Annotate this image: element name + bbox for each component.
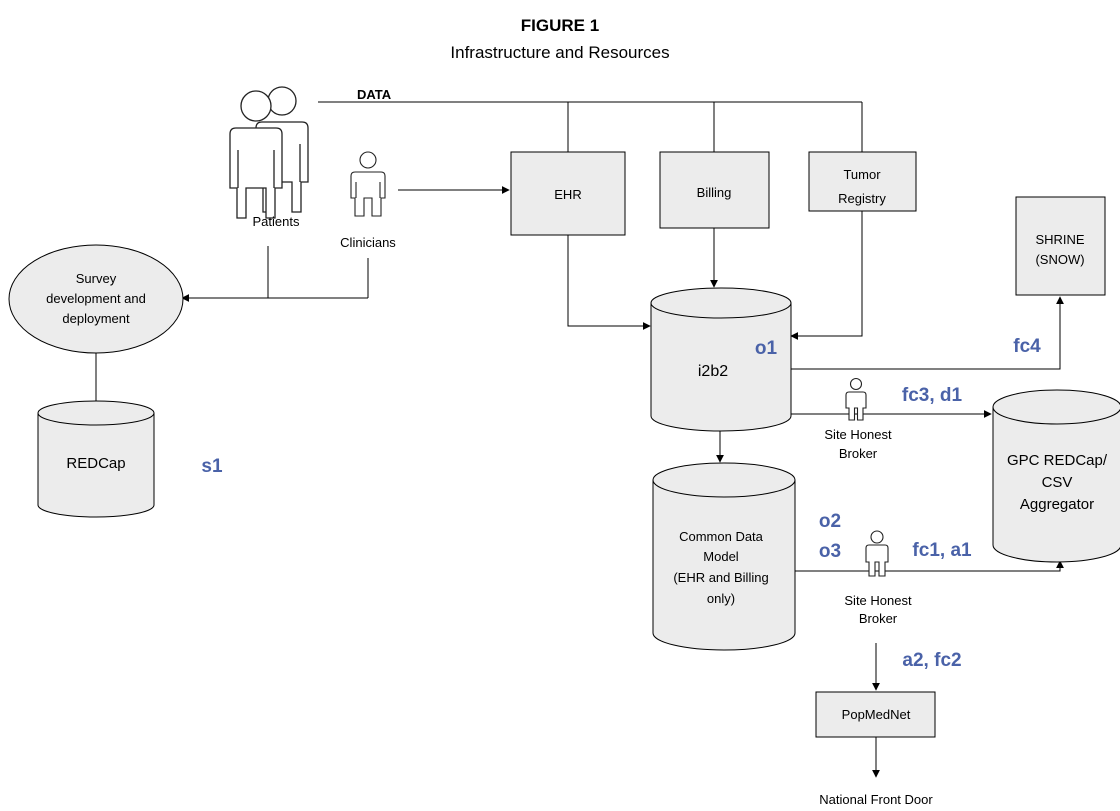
arrow-ehr-i2b2 (567, 235, 651, 330)
connectors (92, 101, 1064, 778)
i2b2-label: i2b2 (698, 363, 728, 380)
national-front-door-label: National Front Door (819, 792, 933, 807)
clinicians-icon (350, 151, 386, 217)
patients-label: Patients (253, 214, 300, 229)
popmednet-label: PopMedNet (842, 707, 911, 722)
site-honest-broker-1-icon (845, 377, 867, 421)
annotation-o1: o1 (755, 338, 778, 359)
arrow-tumor-i2b2 (790, 211, 863, 340)
patients-icon (229, 86, 309, 219)
figure-subtitle: Infrastructure and Resources (450, 43, 669, 62)
tumor-registry-node (808, 151, 917, 212)
survey-label-line-3: deployment (62, 311, 130, 326)
cdm-label-line-3: (EHR and Billing (673, 570, 768, 585)
survey-label-line-2: development and (46, 291, 146, 306)
gpc-aggregator-database (992, 389, 1120, 563)
cdm-label-line-4: only) (707, 591, 735, 606)
gpc-aggregator-label-line-2: CSV (1042, 474, 1073, 491)
site-honest-broker-1-label-line-1: Site Honest (824, 427, 892, 442)
tumor-registry-label-line-2: Registry (838, 191, 886, 206)
arrow-i2b2-shrine (791, 296, 1064, 370)
cdm-label-line-1: Common Data (679, 529, 764, 544)
annotation-fc1-a1: fc1, a1 (912, 540, 972, 561)
site-honest-broker-2-label-line-1: Site Honest (844, 593, 912, 608)
annotation-o3: o3 (819, 541, 841, 562)
data-bus-label: DATA (357, 87, 392, 102)
redcap-database (37, 400, 155, 518)
site-honest-broker-2-icon (865, 530, 889, 577)
shrine-label-line-2: (SNOW) (1035, 252, 1084, 267)
billing-node (659, 151, 770, 229)
common-data-model-database (652, 462, 796, 651)
ehr-label: EHR (554, 187, 581, 202)
gpc-aggregator-label-line-1: GPC REDCap/ (1007, 452, 1108, 469)
billing-label: Billing (697, 185, 732, 200)
survey-label-line-1: Survey (76, 271, 117, 286)
annotation-fc4: fc4 (1013, 336, 1041, 357)
figure-title: FIGURE 1 (521, 16, 599, 35)
ehr-node (510, 151, 626, 236)
site-honest-broker-1-label-line-2: Broker (839, 446, 878, 461)
annotation-a2-fc2: a2, fc2 (902, 650, 961, 671)
annotation-s1: s1 (201, 456, 223, 477)
gpc-aggregator-label-line-3: Aggregator (1020, 496, 1094, 513)
annotation-fc3-d1: fc3, d1 (902, 385, 963, 406)
shrine-label-line-1: SHRINE (1035, 232, 1084, 247)
i2b2-database (650, 287, 792, 432)
popmednet-node (815, 691, 936, 738)
redcap-label: REDCap (66, 455, 125, 472)
survey-node (8, 244, 184, 354)
site-honest-broker-2-label-line-2: Broker (859, 611, 898, 626)
annotation-o2: o2 (819, 511, 841, 532)
cdm-label-line-2: Model (703, 549, 739, 564)
shrine-node (1015, 196, 1106, 296)
arrow-cdm-gpc (795, 560, 1064, 572)
clinicians-label: Clinicians (340, 235, 396, 250)
tumor-registry-label-line-1: Tumor (843, 167, 881, 182)
